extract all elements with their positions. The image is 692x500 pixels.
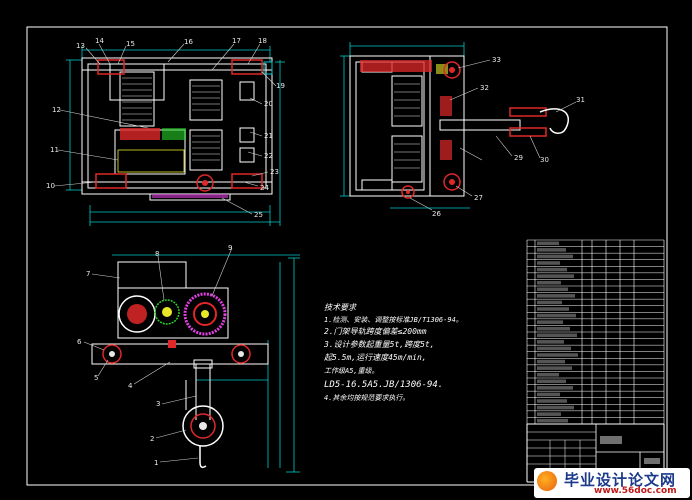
watermark-brand: 毕业设计论文网 (564, 471, 677, 489)
front-view-assembly: 7 8 9 6 5 4 3 2 1 (77, 244, 300, 473)
table-cell-text-mark (537, 346, 571, 351)
callout-5: 5 (94, 374, 98, 382)
table-cell-text-mark (537, 333, 577, 338)
table-cell-text-mark (537, 353, 578, 357)
top-right-components (360, 60, 569, 199)
bottom-left-frame (91, 261, 269, 420)
tech-req-line-6: LD5-16.5A5.JB/1306-94. (324, 380, 443, 390)
side-view-assembly: 33 32 31 30 29 27 26 (340, 42, 585, 218)
callout-13: 13 (76, 42, 85, 50)
callout-10: 10 (46, 182, 55, 190)
callout-8: 8 (155, 250, 159, 258)
callout-2: 2 (150, 435, 154, 443)
callout-32: 32 (480, 84, 489, 92)
callout-30: 30 (540, 156, 549, 164)
tech-req-line-2: 2.门架导轨跨度偏差≤200mm (324, 327, 427, 336)
table-cell-text-mark (537, 254, 573, 259)
top-right-dimensions (340, 42, 470, 209)
bottom-left-leaders (83, 247, 233, 463)
callout-25: 25 (254, 211, 263, 219)
table-cell-text-mark (537, 392, 560, 397)
callout-26: 26 (432, 210, 441, 218)
table-cell-text-mark (537, 300, 562, 305)
table-cell-text-mark (537, 274, 574, 278)
top-right-leaders (409, 59, 577, 211)
callout-21: 21 (264, 132, 273, 140)
parts-list-table (526, 239, 665, 483)
watermark-logo-icon (537, 471, 557, 491)
top-right-callouts: 33 32 31 30 29 27 26 (432, 56, 585, 218)
table-cell-text-mark (537, 372, 559, 377)
callout-17: 17 (232, 37, 241, 45)
callout-14: 14 (95, 37, 104, 45)
bottom-left-callouts: 7 8 9 6 5 4 3 2 1 (77, 244, 232, 467)
title-block-text-mark (644, 458, 660, 464)
callout-29: 29 (514, 154, 523, 162)
table-cell-text-mark (537, 248, 566, 252)
top-left-dimensions (66, 46, 285, 226)
table-cell-text-mark (537, 261, 560, 265)
top-view-assembly: 13 14 15 16 17 18 19 20 21 22 23 24 25 1… (46, 37, 285, 226)
bottom-left-components (102, 292, 251, 469)
callout-9: 9 (228, 244, 232, 252)
callout-22: 22 (264, 152, 273, 160)
callout-15: 15 (126, 40, 135, 48)
callout-16: 16 (184, 38, 193, 46)
callout-3: 3 (156, 400, 160, 408)
table-cell-text-mark (537, 412, 561, 416)
callout-19: 19 (276, 82, 285, 90)
callout-11: 11 (50, 146, 59, 154)
callout-1: 1 (154, 459, 158, 467)
sheet-outer-border (26, 26, 668, 486)
tech-req-line-5: 工作级A5,重级。 (324, 367, 379, 375)
callout-4: 4 (128, 382, 133, 390)
table-cell-text-mark (537, 320, 563, 324)
callout-23: 23 (270, 168, 279, 176)
table-cell-text-mark (537, 366, 572, 370)
tech-req-line-3: 3.设计参数起重量5t,跨度5t, (323, 340, 435, 349)
watermark-badge: 毕业设计论文网 www.56doc.com (534, 468, 690, 498)
callout-12: 12 (52, 106, 61, 114)
callout-7: 7 (86, 270, 90, 278)
table-cell-text-mark (537, 287, 568, 292)
watermark-url: www.56doc.com (594, 486, 677, 496)
table-cell-text-mark (537, 399, 567, 403)
callout-20: 20 (264, 100, 273, 108)
table-cell-text-mark (537, 405, 574, 410)
tech-req-line-1: 1.检测、安装、调整按标准JB/T1306-94。 (324, 316, 463, 324)
title-block-text-mark (600, 436, 622, 444)
callout-27: 27 (474, 194, 483, 202)
top-left-callouts: 13 14 15 16 17 18 19 20 21 22 23 24 25 1… (46, 37, 285, 219)
callout-18: 18 (258, 37, 267, 45)
top-left-leaders (53, 43, 277, 215)
table-cell-text-mark (537, 313, 576, 318)
table-cell-text-mark (537, 307, 569, 311)
table-cell-text-mark (537, 280, 561, 285)
top-left-components (95, 59, 273, 198)
table-cell-text-mark (537, 418, 568, 423)
table-cell-text-mark (537, 326, 570, 331)
tech-req-line-4: 起5.5m,运行速度45m/min, (324, 353, 427, 362)
tech-req-line-7: 4.其余均按规范要求执行。 (324, 394, 409, 402)
callout-33: 33 (492, 56, 501, 64)
callout-31: 31 (576, 96, 585, 104)
table-cell-text-mark (537, 386, 573, 390)
tech-req-heading: 技术要求 (324, 303, 357, 312)
callout-24: 24 (260, 184, 269, 192)
table-cell-text-mark (537, 359, 565, 364)
table-cell-text-mark (537, 267, 567, 272)
table-cell-text-mark (537, 294, 575, 298)
table-cell-text-mark (537, 340, 564, 344)
table-cell-text-mark (537, 241, 559, 246)
technical-requirements: 技术要求 1.检测、安装、调整按标准JB/T1306-94。 2.门架导轨跨度偏… (323, 303, 463, 402)
callout-6: 6 (77, 338, 82, 346)
table-cell-text-mark (537, 379, 566, 384)
